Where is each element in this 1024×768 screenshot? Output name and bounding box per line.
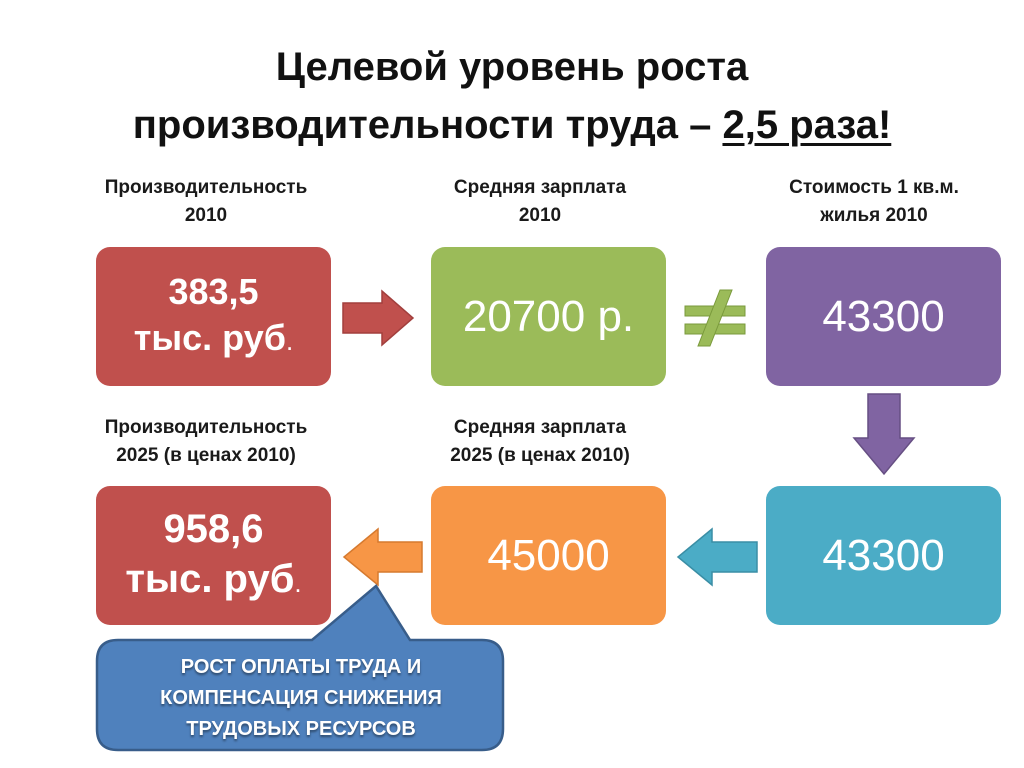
title-emphasis: 2,5 раза!	[722, 103, 892, 147]
label-salary-2025: Средняя зарплата 2025 (в ценах 2010)	[410, 414, 670, 470]
box-value: 958,6	[163, 506, 264, 551]
title-line-2-text: производительности труда –	[132, 103, 723, 147]
box-salary-2010: 20700 р.	[431, 247, 666, 386]
arrow-right-icon	[342, 289, 415, 347]
label-line: 2010	[184, 205, 228, 226]
box-housing-2025: 43300	[766, 486, 1001, 625]
title-line-1: Целевой уровень роста	[275, 45, 749, 89]
box-value: 383,5	[168, 271, 259, 312]
arrow-left-icon	[342, 527, 423, 587]
label-productivity-2025: Производительность 2025 (в ценах 2010)	[76, 414, 336, 470]
page-title: Целевой уровень роста производительности…	[0, 38, 1024, 154]
label-line: 2025 (в ценах 2010)	[450, 445, 630, 466]
box-value: 43300	[822, 291, 945, 341]
label-housing-2010: Стоимость 1 кв.м. жилья 2010	[744, 174, 1004, 230]
title-line-2: производительности труда – 2,5 раза!	[0, 96, 1024, 154]
not-equal-icon	[684, 289, 746, 347]
label-line: Стоимость 1 кв.м.	[789, 177, 959, 198]
box-value: 45000	[487, 530, 610, 580]
box-productivity-2025: 958,6 тыс. руб.	[96, 486, 331, 625]
arrow-left-icon	[676, 527, 758, 587]
label-line: жилья 2010	[820, 205, 928, 226]
box-value: 20700 р.	[462, 291, 635, 341]
label-line: 2010	[518, 205, 562, 226]
label-productivity-2010: Производительность 2010	[76, 174, 336, 230]
label-line: Производительность	[104, 417, 308, 438]
label-salary-2010: Средняя зарплата 2010	[410, 174, 670, 230]
label-line: 2025 (в ценах 2010)	[116, 445, 296, 466]
callout-text: РОСТ ОПЛАТЫ ТРУДА И КОМПЕНСАЦИЯ СНИЖЕНИЯ…	[100, 652, 502, 745]
box-unit: тыс. руб.	[125, 556, 302, 601]
box-salary-2025: 45000	[431, 486, 666, 625]
box-housing-2010: 43300	[766, 247, 1001, 386]
box-value: 43300	[822, 530, 945, 580]
box-productivity-2010: 383,5 тыс. руб.	[96, 247, 331, 386]
callout-line: РОСТ ОПЛАТЫ ТРУДА И	[180, 656, 422, 678]
arrow-down-icon	[852, 393, 916, 476]
label-line: Средняя зарплата	[453, 177, 627, 198]
box-unit: тыс. руб.	[133, 317, 294, 358]
label-line: Средняя зарплата	[453, 417, 627, 438]
callout-line: КОМПЕНСАЦИЯ СНИЖЕНИЯ	[160, 687, 442, 709]
label-line: Производительность	[104, 177, 308, 198]
callout-line: ТРУДОВЫХ РЕСУРСОВ	[186, 718, 416, 740]
